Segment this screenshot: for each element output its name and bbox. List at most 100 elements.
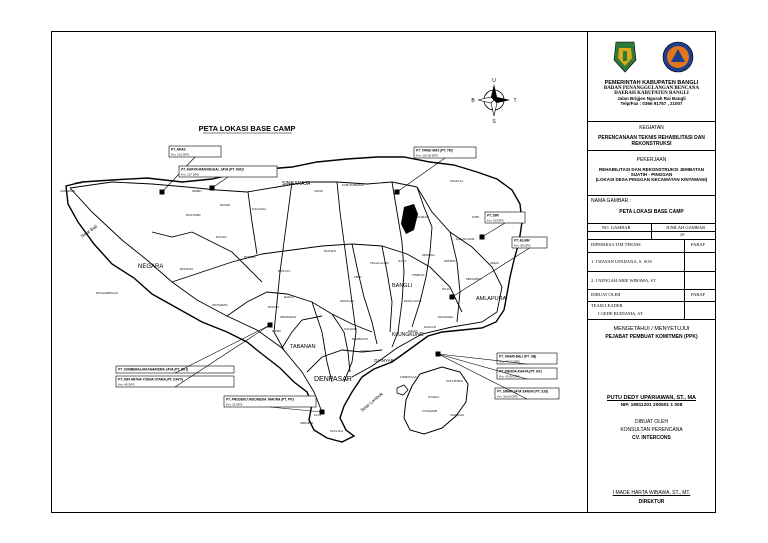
village-label: SUSUT <box>398 260 407 263</box>
village-label: GILIMANUK <box>60 190 75 193</box>
callout-name: PT. SUMBERALAM KHARISMA JAYA (PT. SKJ) <box>118 368 188 372</box>
village-label: PUPUAN <box>216 236 227 239</box>
jumlah-gambar-value: 29 <box>680 232 685 237</box>
city-singaraja: SINGARAJA <box>282 181 311 187</box>
village-label: SAWAN <box>314 190 323 193</box>
callout-distance: Km. 36.00 DPS <box>497 394 518 398</box>
callout-name: PT. PRODEKO INDONESIA TARUNA (PT. PIT) <box>226 398 294 402</box>
village-label: BANGLI KOTA <box>404 300 422 303</box>
callout-distance: Km. 49 DPS <box>118 382 135 386</box>
village-label: SUKAWATI <box>344 328 357 331</box>
village-label: LEMBONGAN <box>400 376 417 379</box>
village-label: RENDANG <box>422 254 435 257</box>
village-label: TEJAKULA <box>450 180 463 183</box>
village-label: MARGA <box>284 296 294 299</box>
agency-1: BADAN PENANGGULANGAN BENCANA <box>603 86 700 91</box>
phone: Telp/Fax : 0366 91757 , 21007 <box>620 101 683 106</box>
kegiatan-section: KEGIATAN PERENCANAAN TEKNIS REHABILITASI… <box>588 122 715 151</box>
tim-2-row: 2. I NENGAH ARIE WIBAWA, ST <box>588 272 715 290</box>
basecamp-marker <box>267 322 273 328</box>
tim-1: 1. I WAYAN UPADANA, S. SOS <box>591 259 652 264</box>
callout-distance: Km. 121 DPS <box>171 152 189 156</box>
basecamp-marker <box>394 189 400 195</box>
village-label: CEKIK <box>74 182 82 185</box>
city-gianyar: GIANYAR <box>374 358 395 363</box>
consultant-section: DIBUAT OLEH KONSULTAN PERENCANA CV. INTE… <box>588 419 715 441</box>
basecamp-marker <box>319 409 325 415</box>
callout-name: PT. SINAR JAYA SANUR (PT. SJS) <box>497 390 548 394</box>
tim-2: 2. I NENGAH ARIE WIBAWA, ST <box>591 278 656 283</box>
city-tabanan: TABANAN <box>290 344 316 350</box>
diperiksa-label: DIPERIKSA TIM TEKNIS <box>591 242 641 247</box>
city-amlapura: AMLAPURA <box>476 296 507 302</box>
kegiatan-label: KEGIATAN <box>639 125 664 131</box>
village-label: SANUR <box>360 350 369 353</box>
basecamp-marker <box>209 185 215 191</box>
pekerjaan-value-1: REHABILITASI DAN REKONSTRUKSI JEMBATAN S… <box>598 167 704 177</box>
sea-label-lombok: Selat Lombok <box>359 391 384 413</box>
paraf-label-2: PARAF <box>691 292 706 297</box>
compass-e: T <box>513 98 516 104</box>
compass-n: U <box>492 78 496 84</box>
callout-name: PT. UHARI BALI (PT. UB) <box>499 355 536 359</box>
director-title: DIREKTUR <box>638 499 665 505</box>
ppk-nip: NIP. 19811201 200501 1 008 <box>620 403 683 408</box>
bangli-crest-icon <box>613 41 637 73</box>
village-label: MANGGIS <box>424 326 437 329</box>
konsultan: KONSULTAN PERENCANA <box>620 427 683 433</box>
village-label: SAMPALAN <box>450 414 464 417</box>
ppk-signature: PUTU DEDY UPARIAWAN, ST., MA NIP. 198112… <box>588 395 715 408</box>
callout-name: PT. DWI ARTHA YUDHA UTAMA (PT. DAYU) <box>118 378 183 382</box>
callout-name: PT. KARYA MANUNGGAL JAYA (PT. KMJ) <box>181 168 244 172</box>
village-label: NUSA DUA <box>330 430 343 433</box>
pekerjaan-value-2: (LOKASI DESA PINGGAN KECAMATAN KINTAMANI… <box>595 177 708 182</box>
map-area: U S T B PETA LOKASI BASE CAMP <box>52 32 587 512</box>
village-label: SERIRIT <box>192 190 202 193</box>
no-gambar-label: NO. GAMBAR <box>602 225 631 230</box>
mengetahui-1: MENGETAHUI / MENYETUJUI <box>613 326 690 332</box>
village-label: ABANG <box>490 262 499 265</box>
village-labels: GILIMANUK CEKIK PENGAMBENGAN MENDOYO PUPUAN B… <box>60 180 499 433</box>
village-label: KEROBOKAN <box>280 316 296 319</box>
dibuat-oleh: DIBUAT OLEH <box>635 419 668 425</box>
village-label: MENGWI <box>268 306 279 309</box>
village-label: KUBU <box>472 216 479 219</box>
village-label: TEMBUKU <box>412 274 425 277</box>
jumlah-gambar-label: JUMLAH GAMBAR <box>666 225 706 230</box>
nama-gambar-value: PETA LOKASI BASE CAMP <box>619 209 684 215</box>
kegiatan-value: PERENCANAAN TEKNIS REHABILITASI DAN REKO… <box>598 135 705 147</box>
drawing-sheet: U S T B PETA LOKASI BASE CAMP <box>51 31 716 513</box>
basecamp-marker <box>449 294 455 300</box>
village-label: MUNDUK <box>244 256 256 259</box>
village-label: MENDOYO <box>180 268 193 271</box>
basecamp-marker <box>479 234 485 240</box>
callout-distance: Km. 114.00 DPS <box>416 153 438 157</box>
callout-name: PT. KRISNA KARYA (PT. KK) <box>499 370 542 374</box>
callout-name: PT. DWI <box>487 214 499 218</box>
callout-distance: Km. 32 DPS <box>226 402 243 406</box>
village-label: BEBANDEM <box>466 278 481 281</box>
nusa-penida <box>403 366 469 435</box>
village-label: SUKASADA <box>252 208 266 211</box>
tim-1-row: 1. I WAYAN UPADANA, S. SOS <box>588 253 715 272</box>
callout-distance: Km. 90 DPS <box>514 243 531 247</box>
bpbd-badge-icon <box>662 41 694 73</box>
village-label: PADANGBAI <box>438 316 453 319</box>
callout-artha: PT. DWI ARTHA YUDHA UTAMA (PT. DAYU)Km. … <box>115 322 273 388</box>
director-signature: I MADE HARTA WIBAWA, ST., MT. DIREKTUR <box>588 490 715 505</box>
map-title: PETA LOKASI BASE CAMP <box>199 124 296 133</box>
gambar-number-row: NO. GAMBAR JUMLAH GAMBAR 29 <box>588 224 715 240</box>
dibuat-label: DIBUAT OLEH <box>591 292 621 297</box>
village-label: PENGAMBENGAN <box>96 292 118 295</box>
approval-section: MENGETAHUI / MENYETUJUI PEJABAT PEMBUAT … <box>588 326 715 340</box>
nusa-lembongan <box>396 384 409 396</box>
village-label: KARANGASEM <box>456 238 475 241</box>
village-label: DAWAN <box>408 330 418 333</box>
callout-name: PT. TIRAD MAS (PT. TM) <box>416 149 453 153</box>
village-label: TEGALLALANG <box>370 262 389 265</box>
lake-batur <box>401 204 418 234</box>
village-label: PAYANGAN <box>340 300 354 303</box>
header-section: PEMERINTAH KABUPATEN BANGLI BADAN PENANG… <box>588 32 715 122</box>
